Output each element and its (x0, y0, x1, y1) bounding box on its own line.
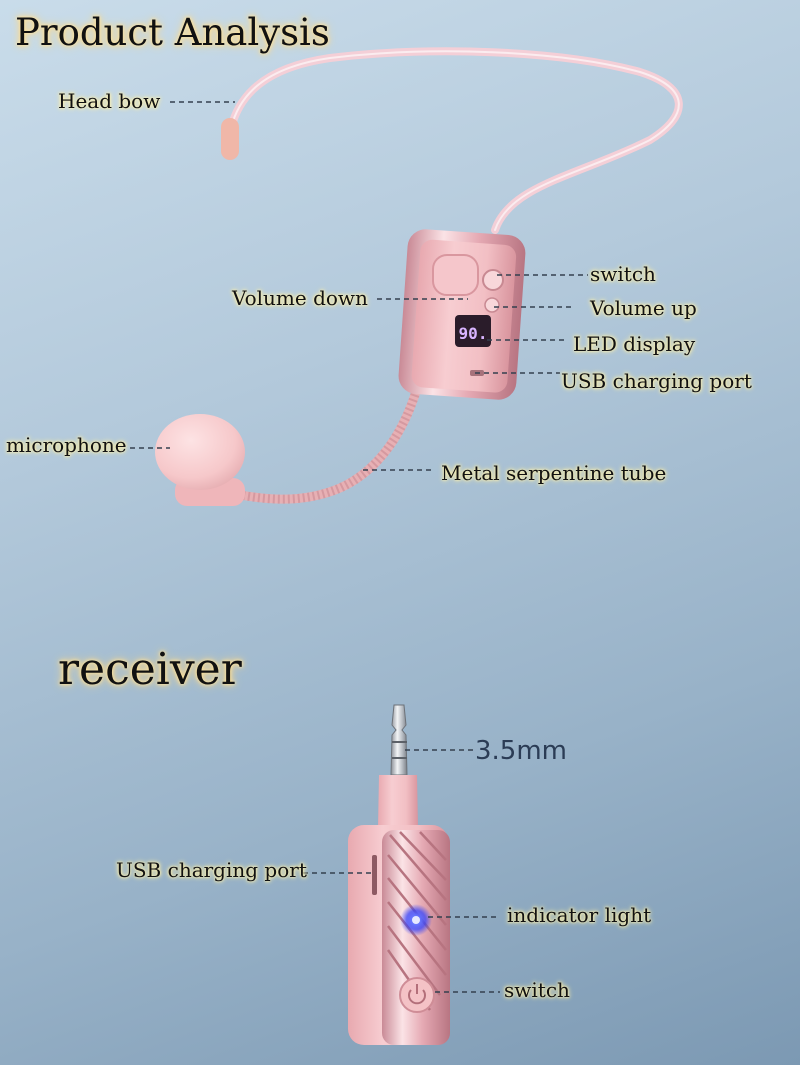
volume-down-button (432, 254, 479, 296)
volume-up-label: Volume up (590, 296, 697, 320)
head-bow-tip (221, 118, 239, 160)
metal-tube-label: Metal serpentine tube (441, 461, 667, 485)
led-screen (455, 315, 491, 347)
head-bow (224, 47, 683, 234)
receiver-neck (378, 775, 418, 828)
receiver-title: receiver (58, 644, 242, 695)
led-display-label: LED display (573, 332, 696, 356)
jack-size-label: 3.5mm (475, 736, 568, 766)
headset: 90. (155, 47, 683, 506)
receiver-usb-port (372, 855, 377, 895)
receiver-switch-label: switch (504, 978, 570, 1002)
receiver-switch-button (399, 977, 435, 1013)
headset-usb-label: USB charging port (561, 369, 752, 393)
switch-button (482, 269, 504, 291)
head-bow-label: Head bow (58, 89, 161, 113)
microphone-foam (155, 414, 245, 490)
switch-label: switch (590, 262, 656, 286)
microphone-label: microphone (6, 433, 127, 457)
receiver (348, 704, 450, 1045)
audio-jack (390, 704, 408, 776)
receiver-usb-label: USB charging port (116, 858, 307, 882)
serpentine-tube (210, 380, 423, 504)
indicator-light-label: indicator light (507, 903, 652, 927)
transmitter-body (398, 229, 526, 400)
volume-down-label: Volume down (232, 286, 368, 310)
led-readout: 90. (459, 324, 488, 343)
page-title: Product Analysis (15, 11, 330, 54)
volume-up-button (484, 297, 500, 313)
leader-lines (130, 101, 588, 993)
